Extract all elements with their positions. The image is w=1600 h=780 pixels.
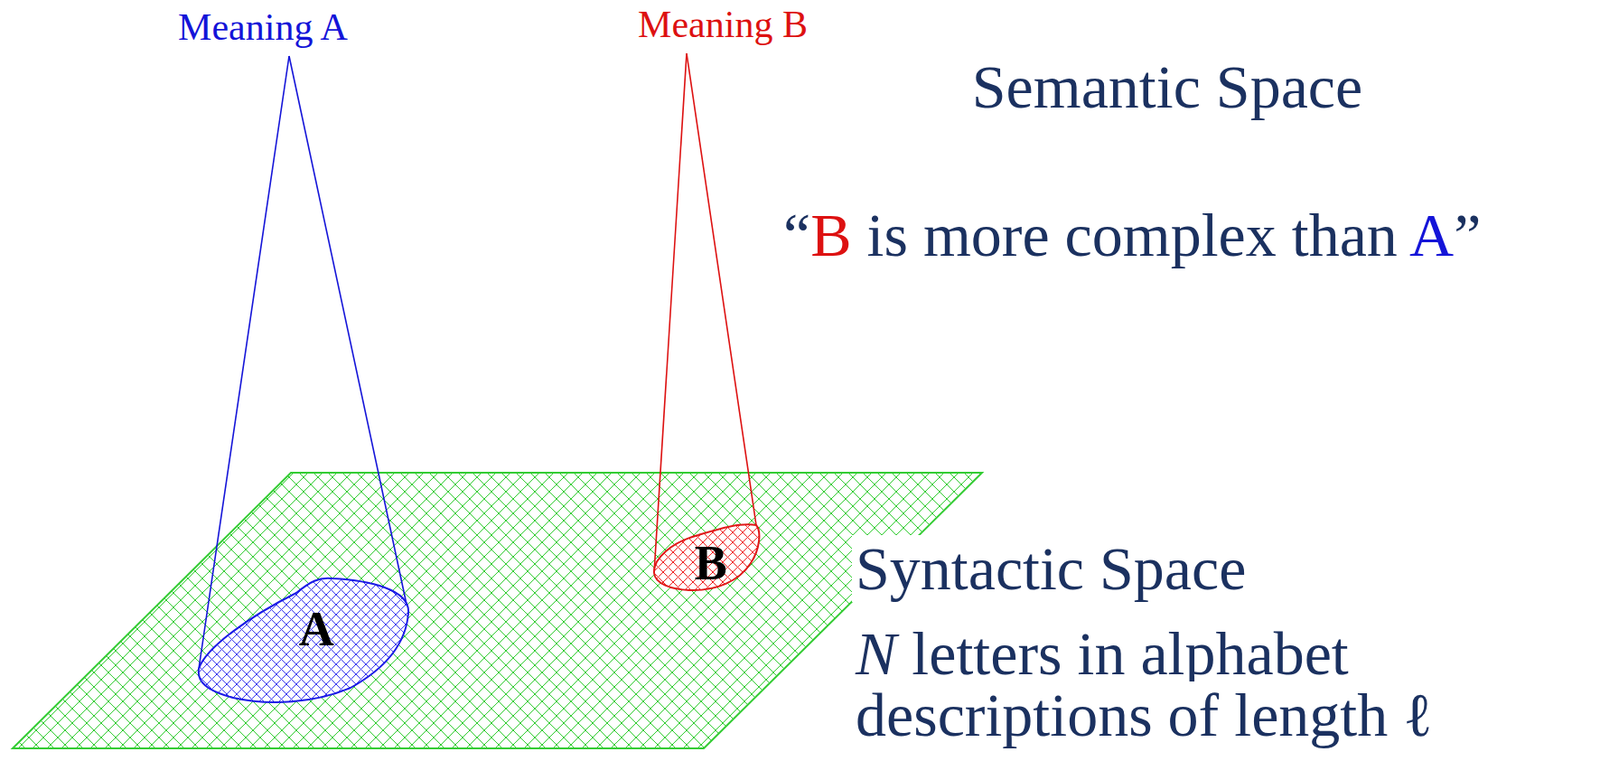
text-run: A: [1409, 200, 1454, 270]
syntactic-plane: [12, 472, 983, 749]
region-hatch: [654, 523, 759, 590]
text-run: “: [783, 200, 811, 270]
space-note: N letters in alphabet: [851, 619, 1353, 688]
cone-line: [654, 53, 687, 573]
region-ground: [198, 578, 409, 702]
space-note: descriptions of length ℓ: [851, 681, 1437, 749]
text-run: is more complex than: [851, 200, 1411, 270]
meaning-region: B: [653, 522, 760, 592]
space-title: Semantic Space: [972, 53, 1363, 122]
cone-line: [198, 56, 290, 669]
text-run: letters in alphabet: [896, 618, 1348, 688]
text-run: ”: [1453, 200, 1481, 270]
meaning-label: Meaning A: [177, 6, 348, 48]
cone-line: [686, 53, 757, 525]
statement: “B is more complex than A”: [783, 201, 1481, 270]
meaning-label: Meaning B: [637, 3, 808, 46]
region-ground: [654, 523, 759, 590]
meaning-region: A: [196, 574, 411, 704]
cone-line: [289, 56, 409, 613]
region-hatch: [198, 578, 409, 702]
space-title: Syntactic Space: [851, 534, 1250, 603]
region-letter: A: [299, 604, 335, 654]
text-run: B: [810, 200, 852, 270]
region-letter: B: [694, 538, 728, 588]
text-run: N: [855, 618, 897, 688]
